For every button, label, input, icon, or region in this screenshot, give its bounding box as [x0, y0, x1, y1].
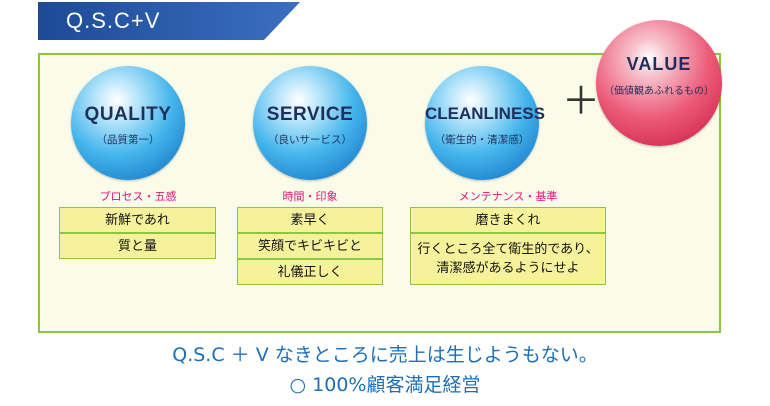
- header-title: Q.S.C+V: [66, 8, 161, 33]
- cleanliness-caption: メンテナンス・基準: [458, 190, 558, 203]
- quality-caption: プロセス・五感: [99, 190, 177, 203]
- service-circle: SERVICE （良いサービス）: [253, 66, 367, 180]
- cleanliness-item-multiline: 行くところ全て衛生的であり、 清潔感があるようにせよ: [410, 233, 606, 285]
- cleanliness-item: 磨きまくれ: [410, 207, 606, 233]
- value-circle: VALUE （価値観あふれるもの）: [596, 20, 722, 146]
- cleanliness-circle: CLEANLINESS （衛生的・清潔感）: [425, 66, 545, 180]
- service-item: 笑顔でキビキビと: [237, 233, 383, 259]
- service-item: 素早く: [237, 207, 383, 233]
- value-title: VALUE: [626, 54, 692, 74]
- header-tab: Q.S.C+V: [38, 2, 300, 40]
- quality-title: QUALITY: [84, 104, 172, 125]
- service-title: SERVICE: [266, 104, 354, 125]
- service-item: 礼儀正しく: [237, 259, 383, 285]
- cleanliness-title: CLEANLINESS: [425, 104, 545, 123]
- quality-item: 質と量: [59, 233, 216, 259]
- cleanliness-subtitle: （衛生的・清潔感）: [434, 134, 530, 146]
- service-caption: 時間・印象: [282, 190, 338, 203]
- cleanliness-item-line: 清潔感があるようにせよ: [436, 261, 580, 276]
- footer-statement: Q.S.C ＋ V なきところに売上は生じようもない。: [172, 344, 598, 366]
- quality-subtitle: （品質第一）: [96, 134, 160, 146]
- quality-circle: QUALITY （品質第一）: [71, 66, 185, 180]
- plus-sign: ＋: [562, 79, 601, 123]
- value-subtitle: （価値観あふれるもの）: [604, 86, 714, 97]
- service-subtitle: （良いサービス）: [268, 134, 352, 146]
- quality-item: 新鮮であれ: [59, 207, 216, 233]
- footer-goal: ○ 100%顧客満足経営: [289, 374, 481, 396]
- cleanliness-item-line: 行くところ全て衛生的であり、: [417, 242, 599, 257]
- header-tab-shape: [38, 2, 300, 40]
